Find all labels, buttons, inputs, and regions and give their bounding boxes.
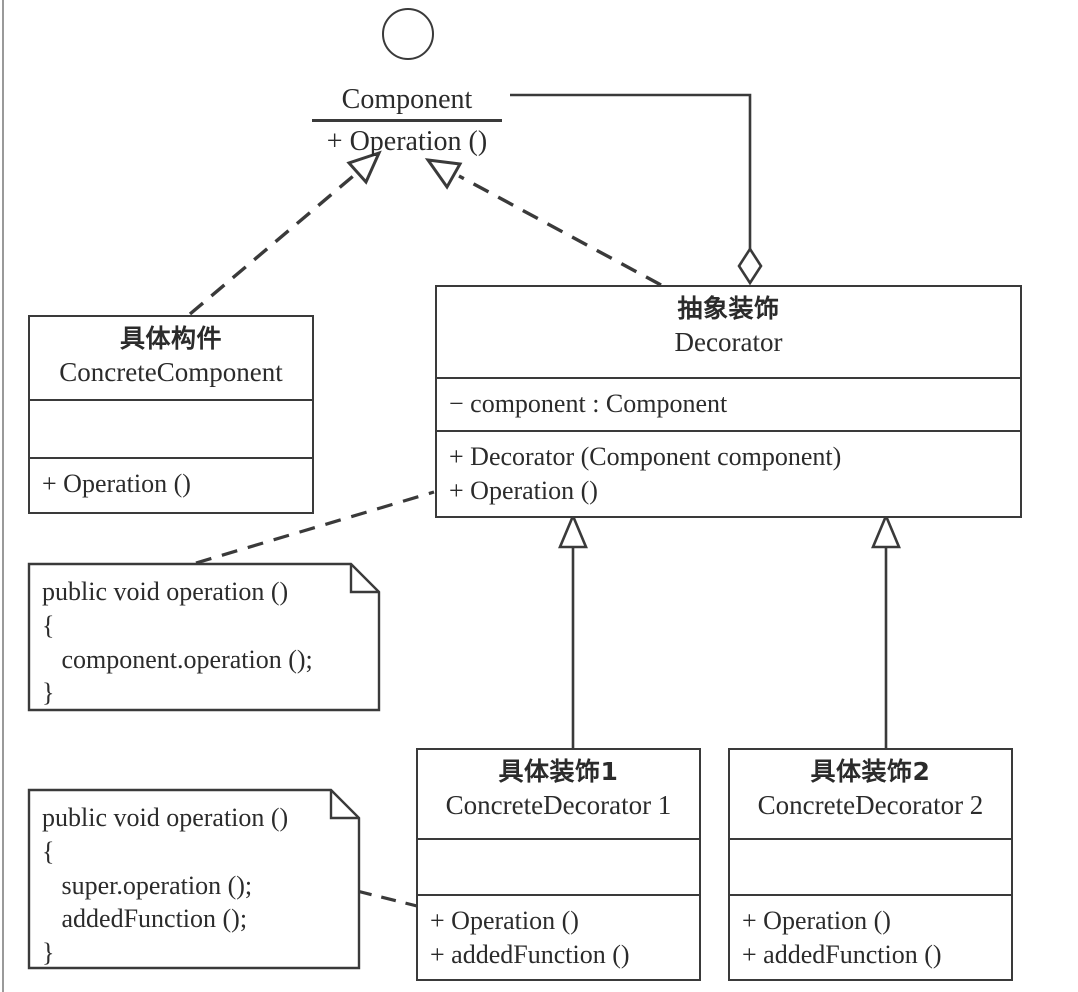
realization-concrete-component (188, 150, 382, 316)
attributes-compartment-concrete-decorator-1 (418, 838, 699, 894)
class-title-concrete-decorator-1: 具体装饰1 ConcreteDecorator 1 (418, 750, 699, 838)
class-title-cn: 具体构件 (119, 324, 222, 353)
class-title-en: Decorator (674, 326, 783, 357)
note-shape (27, 788, 361, 970)
class-title-en: ConcreteDecorator 2 (757, 789, 984, 820)
class-box-decorator[interactable]: 抽象装饰 Decorator − component : Component +… (435, 285, 1022, 518)
note-body: public void operation () { super.operati… (42, 803, 289, 968)
operation-item: + Decorator (Component component) (449, 442, 842, 471)
operation-item: + addedFunction () (742, 939, 942, 969)
note-concrete-decorator-operation[interactable]: public void operation () { super.operati… (27, 788, 361, 970)
page-scan-edge (2, 0, 4, 992)
interface-lollipop-circle-icon (381, 8, 434, 60)
interface-name: Component (312, 84, 502, 122)
class-title-en: ConcreteDecorator 1 (445, 789, 672, 820)
operation-item: + Operation () (42, 469, 191, 498)
operation-item: + addedFunction () (430, 939, 630, 969)
operations-compartment-decorator: + Decorator (Component component) + Oper… (437, 430, 1020, 516)
attributes-compartment-decorator: − component : Component (437, 377, 1020, 430)
operation-item: + Operation () (742, 906, 891, 935)
class-title-en: ConcreteComponent (59, 356, 283, 387)
component-interface[interactable]: Component + Operation () (300, 8, 515, 158)
operations-compartment-concrete-decorator-2: + Operation () + addedFunction () (730, 894, 1011, 979)
operations-compartment-concrete-decorator-1: + Operation () + addedFunction () (418, 894, 699, 979)
attribute-item: − component : Component (449, 389, 728, 418)
class-title-cn: 抽象装饰 (677, 294, 780, 323)
class-box-concrete-decorator-1[interactable]: 具体装饰1 ConcreteDecorator 1 + Operation ()… (416, 748, 701, 981)
interface-operation: + Operation () (326, 126, 488, 157)
attributes-compartment-concrete-component (30, 399, 312, 457)
class-title-cn: 具体装饰2 (810, 757, 931, 786)
note-decorator-operation[interactable]: public void operation () { component.ope… (27, 562, 381, 712)
class-box-concrete-component[interactable]: 具体构件 ConcreteComponent + Operation () (28, 315, 314, 514)
class-title-concrete-decorator-2: 具体装饰2 ConcreteDecorator 2 (730, 750, 1011, 838)
attributes-compartment-concrete-decorator-2 (730, 838, 1011, 894)
operations-compartment-concrete-component: + Operation () (30, 457, 312, 512)
generalization-concrete-decorator-1 (558, 512, 588, 748)
operation-item: + Operation () (430, 906, 579, 935)
class-box-concrete-decorator-2[interactable]: 具体装饰2 ConcreteDecorator 2 + Operation ()… (728, 748, 1013, 981)
operation-item: + Operation () (449, 475, 598, 505)
generalization-concrete-decorator-2 (871, 512, 901, 748)
class-title-decorator: 抽象装饰 Decorator (437, 287, 1020, 377)
realization-decorator (424, 158, 662, 287)
note-body: public void operation () { component.ope… (42, 577, 313, 708)
note-shape (27, 562, 381, 712)
note-anchor-concrete-decorator-1 (356, 889, 418, 908)
aggregation-connector (510, 93, 763, 286)
class-title-concrete-component: 具体构件 ConcreteComponent (30, 317, 312, 399)
class-title-cn: 具体装饰1 (498, 757, 619, 786)
